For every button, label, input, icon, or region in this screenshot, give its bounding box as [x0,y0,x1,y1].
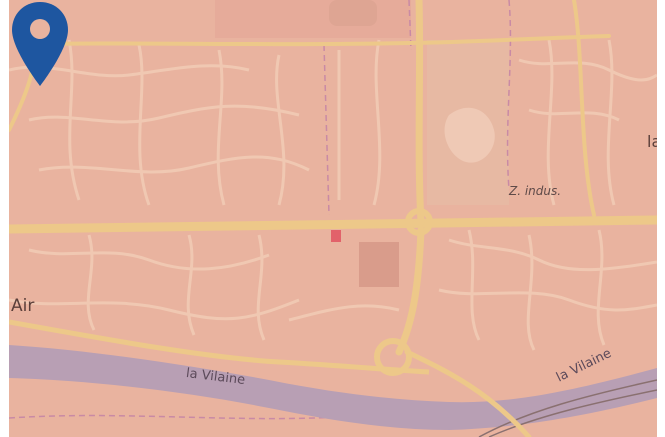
roundabout-north [405,208,433,236]
place-label-zone-industrielle: Z. indus. [509,184,562,198]
railway [478,379,657,437]
campus-area [215,0,411,38]
roundabout-south [374,338,412,376]
stadium [329,0,377,26]
major-roads [9,0,657,437]
map-canvas[interactable]: Air la Z. indus. la Vilaine la Vilaine [9,0,657,437]
map-pin-icon[interactable] [9,0,71,88]
pond-area [444,107,495,163]
place-label-air: Air [11,296,35,316]
river-vilaine [9,345,657,430]
place-label-la: la [647,132,657,151]
landmark-building [331,230,341,242]
building-block [359,242,399,287]
